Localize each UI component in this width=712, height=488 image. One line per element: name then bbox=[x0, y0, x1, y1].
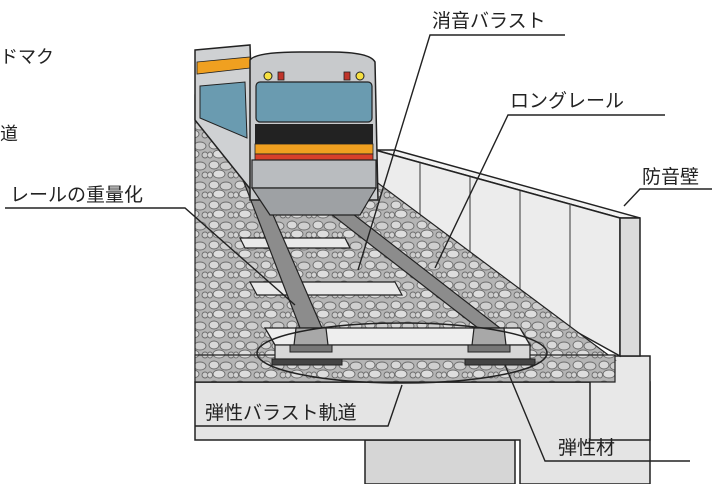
viaduct-pier bbox=[364, 439, 516, 485]
label-heavier-rail: レールの重量化 bbox=[10, 184, 144, 206]
leader-sound-absorbing-ballast bbox=[357, 34, 565, 271]
sleepers bbox=[239, 237, 536, 366]
noise-barrier-wall bbox=[374, 149, 641, 358]
label-elastic-ballast-track: 弾性バラスト軌道 bbox=[205, 402, 357, 424]
label-noise-barrier: 防音壁 bbox=[642, 166, 700, 188]
label-elastic-material: 弾性材 bbox=[558, 437, 616, 459]
left-fragment-middle: 道 bbox=[0, 124, 18, 145]
train bbox=[194, 44, 379, 216]
leader-long-rail bbox=[434, 114, 665, 269]
leader-noise-barrier bbox=[623, 188, 712, 207]
elastic-pad-left bbox=[271, 358, 343, 366]
leader-elastic-material bbox=[504, 364, 690, 462]
leader-heavier-rail bbox=[5, 207, 296, 306]
leader-elastic-ballast-track bbox=[195, 384, 403, 427]
left-fragment-top: ドマク bbox=[0, 47, 54, 68]
elastic-pad-right bbox=[464, 358, 536, 366]
elastic-ballast-track-highlight bbox=[256, 322, 548, 384]
label-sound-absorbing-ballast: 消音バラスト bbox=[432, 10, 546, 32]
leader-lines bbox=[5, 34, 712, 462]
label-long-rail: ロングレール bbox=[510, 90, 625, 112]
